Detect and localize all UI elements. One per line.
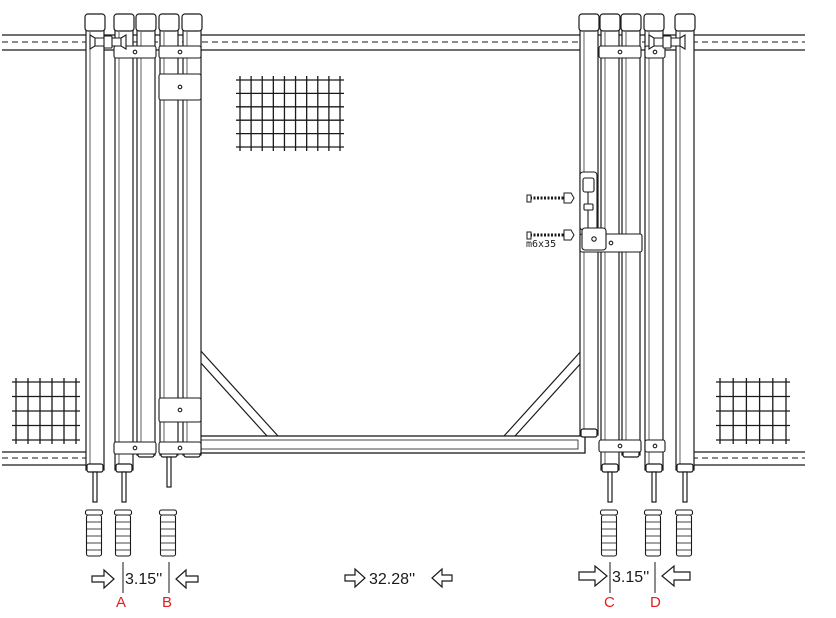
bolt-lower — [526, 229, 575, 241]
center-width-label: 32.28'' — [369, 571, 415, 588]
dimension-right: 3.15'' — [578, 562, 691, 593]
mesh-patch-right — [716, 378, 790, 444]
bolt-upper — [526, 192, 575, 204]
post-cap — [599, 13, 621, 32]
post-cap — [135, 13, 157, 32]
arrow-left-icon — [661, 564, 691, 588]
ground-anchor — [84, 509, 104, 557]
post-cap — [181, 13, 203, 32]
post — [135, 13, 157, 458]
post — [643, 13, 665, 503]
right-gap-label: 3.15'' — [612, 569, 649, 586]
pipe-clamp — [644, 45, 666, 59]
post — [599, 13, 621, 503]
bottom-rail-left — [2, 451, 86, 466]
pipe-clamp — [158, 397, 202, 423]
ground-anchor — [158, 509, 178, 557]
post-pin — [166, 456, 172, 488]
bottom-rail-right — [692, 451, 805, 466]
marker-c: C — [604, 594, 615, 611]
post-pin — [607, 471, 613, 503]
post-pin — [92, 471, 98, 503]
ground-anchor — [674, 509, 694, 557]
post-cap — [84, 13, 106, 32]
right-wing-clamp — [648, 34, 686, 50]
pipe-clamp — [598, 45, 642, 59]
arrow-right-icon — [344, 567, 366, 589]
posts-group — [84, 13, 696, 503]
pipe-clamp — [158, 73, 202, 101]
post — [158, 13, 180, 488]
ground-anchor — [643, 509, 663, 557]
gate-frame — [184, 435, 586, 454]
arrow-left-icon — [175, 568, 199, 590]
left-gap-label: 3.15'' — [125, 571, 162, 588]
marker-b: B — [162, 594, 172, 611]
latch-assembly — [579, 171, 607, 251]
pipe-clamp — [113, 45, 157, 59]
arrow-left-icon — [431, 567, 453, 589]
mesh-patch-left — [12, 378, 80, 444]
post-pin — [651, 471, 657, 503]
dimension-center: 32.28'' — [344, 567, 453, 589]
post-cap — [578, 13, 600, 32]
pipe-clamp — [113, 441, 157, 455]
post-cap — [113, 13, 135, 32]
left-wing-clamp — [89, 34, 127, 50]
post-cap — [674, 13, 696, 32]
post-cap — [158, 13, 180, 32]
marker-d: D — [650, 594, 661, 611]
gate-braces — [199, 349, 583, 437]
arrow-right-icon — [91, 568, 115, 590]
post-pin — [682, 471, 688, 503]
post — [84, 13, 106, 503]
pipe-clamp — [158, 441, 202, 455]
arrow-right-icon — [578, 564, 608, 588]
post — [113, 13, 135, 503]
pipe-clamp — [158, 45, 202, 59]
pipe-clamp — [598, 439, 642, 453]
bolt-size-label: m6x35 — [526, 239, 556, 250]
post-cap — [620, 13, 642, 32]
mesh-patch-top — [236, 76, 344, 151]
post-pin — [121, 471, 127, 503]
ground-anchor — [113, 509, 133, 557]
post-cap — [643, 13, 665, 32]
marker-a: A — [116, 594, 126, 611]
dimension-left: 3.15'' — [91, 562, 199, 593]
post — [674, 13, 696, 503]
pipe-clamp — [644, 439, 666, 453]
ground-anchor — [599, 509, 619, 557]
anchors-group — [84, 509, 694, 557]
